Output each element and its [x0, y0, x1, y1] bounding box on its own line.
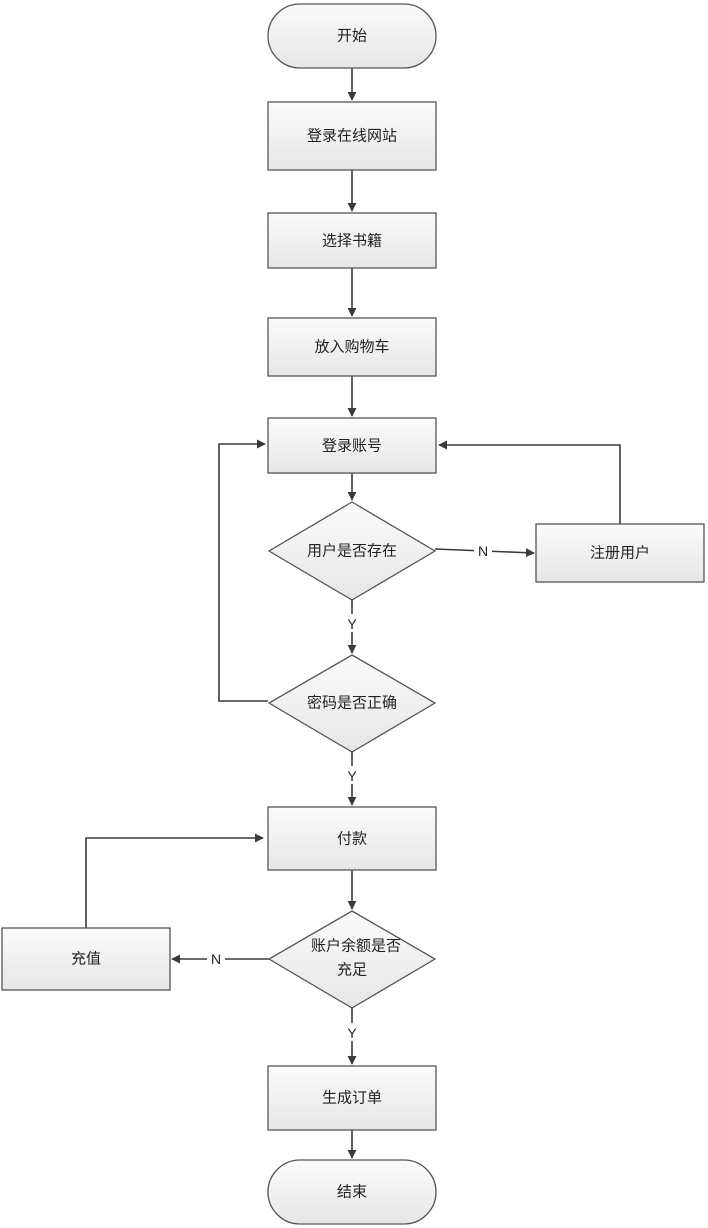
node-balance-sufficient: 账户余额是否 充足	[267, 910, 437, 1009]
edge-password-wrong-to-login-account	[218, 439, 268, 702]
decision-diamond	[267, 910, 437, 1009]
node-login-account: 登录账号	[267, 417, 437, 474]
process-box	[267, 317, 437, 377]
node-add-cart-label: 放入购物车	[314, 338, 389, 356]
edge-recharge-to-pay	[85, 833, 264, 928]
node-password-correct: 密码是否正确	[267, 654, 437, 753]
node-user-exists-label: 用户是否存在	[307, 542, 397, 560]
label-backing-balance-no	[207, 950, 225, 968]
node-login-account-label: 登录账号	[322, 437, 382, 455]
node-pay-label: 付款	[337, 830, 367, 848]
node-add-cart: 放入购物车	[267, 317, 437, 377]
node-balance-label-line1: 账户余额是否	[311, 937, 401, 955]
process-box	[267, 806, 437, 871]
edge-labels: N Y Y N Y	[207, 541, 492, 1041]
node-balance-label-line2: 充足	[337, 961, 367, 979]
node-recharge-label: 充值	[71, 950, 101, 968]
edge-label-balance-yes: Y	[347, 1025, 357, 1041]
node-login-site-label: 登录在线网站	[307, 127, 397, 145]
node-choose-books: 选择书籍	[267, 212, 437, 269]
node-start-label: 开始	[337, 27, 367, 45]
label-backing-balance-yes	[343, 1023, 361, 1041]
process-box	[535, 523, 705, 583]
decision-diamond	[267, 654, 437, 753]
node-register-user: 注册用户	[535, 523, 705, 583]
node-pay: 付款	[267, 806, 437, 871]
edge-label-user-exists-yes: Y	[347, 616, 357, 632]
edge-register-to-login-account	[438, 440, 621, 524]
node-user-exists: 用户是否存在	[267, 501, 437, 601]
node-choose-books-label: 选择书籍	[322, 232, 382, 250]
label-backing-user-exists-no	[474, 541, 492, 559]
process-box	[267, 212, 437, 269]
node-recharge: 充值	[1, 927, 171, 991]
terminator-shape	[267, 1159, 437, 1225]
node-end-label: 结束	[337, 1183, 367, 1201]
node-register-user-label: 注册用户	[590, 544, 650, 562]
decision-diamond	[267, 501, 437, 601]
process-box	[267, 1065, 437, 1131]
edge-label-balance-no: N	[211, 951, 221, 967]
edge-label-user-exists-no: N	[478, 543, 488, 559]
node-end: 结束	[267, 1159, 437, 1225]
label-backing-user-exists-yes	[343, 614, 361, 632]
node-login-site: 登录在线网站	[267, 101, 437, 171]
process-box	[267, 101, 437, 171]
process-box	[267, 417, 437, 474]
edge-label-password-yes: Y	[347, 768, 357, 784]
node-create-order: 生成订单	[267, 1065, 437, 1131]
node-create-order-label: 生成订单	[322, 1089, 382, 1107]
label-backing-password-yes	[343, 766, 361, 784]
node-password-correct-label: 密码是否正确	[307, 694, 397, 712]
terminator-shape	[267, 3, 437, 69]
node-start: 开始	[267, 3, 437, 69]
process-box	[1, 927, 171, 991]
